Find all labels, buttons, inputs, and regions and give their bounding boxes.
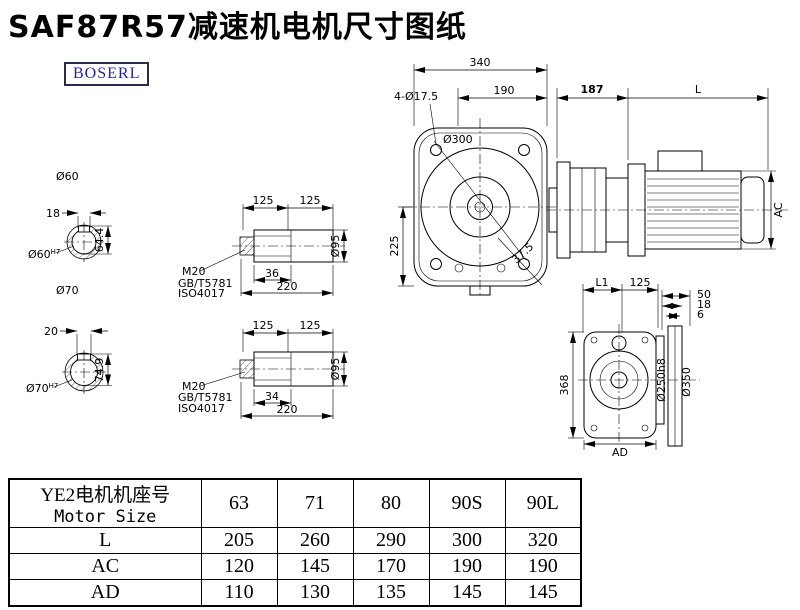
technical-drawing: Ø60 18 64.4 Ø60H7 Ø70 20 — [26, 56, 788, 459]
dim-label-L: L — [695, 83, 702, 96]
dim-label-4xd175: 4-Ø17.5 — [394, 90, 438, 103]
size-col-63: 63 — [200, 478, 278, 528]
dim-label-m20-bot: M20 — [182, 380, 206, 393]
dim-label-d350: Ø350 — [680, 367, 693, 397]
dim-label-d70: Ø70 — [56, 284, 79, 297]
dim-label-d60h7: Ø60H7 — [28, 248, 60, 261]
dim-label-m20-top: M20 — [182, 265, 206, 278]
dim-label-220-top: 220 — [277, 280, 298, 293]
table-row-L: L 205 260 290 300 320 — [8, 527, 582, 554]
value-cell: 190 — [428, 553, 506, 580]
boserl-logo-text: BOSERL — [73, 65, 141, 82]
dim-label-220-bot: 220 — [277, 403, 298, 416]
dim-label-d95-top: Ø95 — [329, 235, 342, 258]
dim-label-AC: AC — [772, 202, 785, 217]
dim-label-d60: Ø60 — [56, 170, 79, 183]
dim-label-d70h7: Ø70H7 — [26, 382, 58, 395]
size-col-80: 80 — [352, 478, 430, 528]
rear-view: L1 125 50 18 6 3 — [558, 276, 711, 459]
dim-label-225: 225 — [388, 236, 401, 257]
motor-size-label-en: Motor Size — [54, 507, 157, 527]
value-cell: 145 — [428, 579, 506, 606]
dim-label-368: 368 — [558, 375, 571, 396]
dim-label-18-rear: 18 — [697, 298, 711, 311]
dim-label-6: 6 — [697, 308, 704, 321]
std-gb5781-bot: GB/T5781 — [178, 391, 233, 404]
row-label-AD: AD — [8, 579, 202, 606]
value-cell: 290 — [352, 527, 430, 554]
dim-label-125a-bot: 125 — [253, 319, 274, 332]
row-label-AC: AC — [8, 553, 202, 580]
table-header-row: YE2电机机座号 Motor Size 63 71 80 90S 90L — [8, 478, 582, 528]
dim-label-d95-bot: Ø95 — [329, 358, 342, 381]
dim-label-125-rear: 125 — [630, 276, 651, 289]
boserl-logo: BOSERL — [64, 62, 150, 86]
value-cell: 110 — [200, 579, 278, 606]
dim-label-key20: 20 — [44, 325, 58, 338]
dim-label-36: 36 — [265, 267, 279, 280]
value-cell: 135 — [352, 579, 430, 606]
side-view: 187 L — [546, 83, 788, 259]
row-label-L: L — [8, 527, 202, 554]
dim-label-340: 340 — [470, 56, 491, 69]
value-cell: 130 — [276, 579, 354, 606]
dim-label-644: 64.4 — [93, 228, 106, 253]
value-cell: 190 — [504, 553, 582, 580]
value-cell: 170 — [352, 553, 430, 580]
dim-label-749: 74.9 — [93, 358, 106, 383]
value-cell: 145 — [504, 579, 582, 606]
value-cell: 120 — [200, 553, 278, 580]
motor-size-table: YE2电机机座号 Motor Size 63 71 80 90S 90L L 2… — [8, 478, 582, 607]
std-iso4017-bot: ISO4017 — [178, 402, 225, 415]
front-view: 340 190 4-Ø17.5 Ø300 — [388, 56, 558, 296]
dim-label-key18: 18 — [46, 207, 60, 220]
std-gb5781-top: GB/T5781 — [178, 277, 233, 290]
value-cell: 260 — [276, 527, 354, 554]
dim-label-L1: L1 — [595, 276, 608, 289]
table-row-AD: AD 110 130 135 145 145 — [8, 579, 582, 606]
dim-label-AD: AD — [612, 446, 628, 459]
dim-label-d250: Ø250h8 — [655, 358, 668, 402]
value-cell: 145 — [276, 553, 354, 580]
shaft-detail-bottom-view: 125 125 M20 GB/T5781 ISO4017 34 220 — [178, 319, 348, 419]
page-title: SAF87R57减速机电机尺寸图纸 — [8, 10, 467, 45]
dim-label-50: 50 — [697, 288, 711, 301]
size-col-71: 71 — [276, 478, 354, 528]
shaft-detail-top-view: 125 125 M20 GB/T5781 ISO4017 36 220 — [178, 194, 348, 300]
table-row-AC: AC 120 145 170 190 190 — [8, 553, 582, 580]
shaft-section-60-view: Ø60 18 64.4 Ø60H7 — [28, 170, 112, 262]
dim-label-190: 190 — [494, 84, 515, 97]
value-cell: 300 — [428, 527, 506, 554]
shaft-section-70-view: Ø70 20 74.9 Ø70H7 — [26, 284, 112, 395]
dim-label-125b-top: 125 — [300, 194, 321, 207]
value-cell: 320 — [504, 527, 582, 554]
std-iso4017-top: ISO4017 — [178, 287, 225, 300]
size-col-90s: 90S — [428, 478, 506, 528]
motor-size-header-cell: YE2电机机座号 Motor Size — [8, 478, 202, 528]
dim-label-34: 34 — [265, 390, 279, 403]
dim-label-125a-top: 125 — [253, 194, 274, 207]
motor-size-label-cn: YE2电机机座号 — [40, 485, 171, 506]
dim-label-d300: Ø300 — [443, 133, 473, 146]
size-col-90l: 90L — [504, 478, 582, 528]
value-cell: 205 — [200, 527, 278, 554]
dim-label-125b-bot: 125 — [300, 319, 321, 332]
dim-label-187: 187 — [581, 83, 604, 96]
